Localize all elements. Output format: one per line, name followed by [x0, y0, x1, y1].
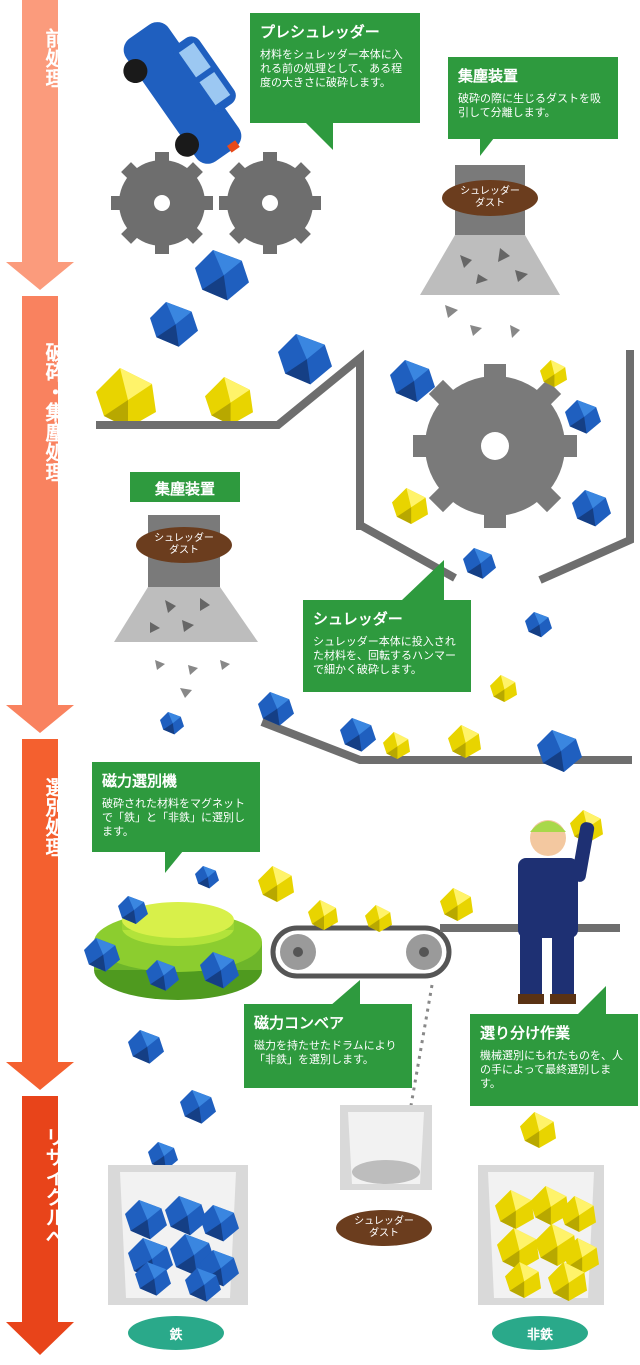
iron-chip — [537, 730, 582, 772]
iron-chip — [463, 548, 496, 579]
pre-shredder-gear-right — [219, 152, 321, 254]
dust-label-line1: シュレッダー — [154, 533, 214, 544]
callout-text: 材料をシュレッダー本体に入れる前の処理として、ある程度の大きさに破砕します。 — [260, 48, 403, 89]
iron-chip — [195, 866, 219, 889]
worker-figure — [518, 820, 595, 1004]
callout-text: 破砕された材料をマグネットで「鉄」と「非鉄」に選別します。 — [102, 797, 245, 838]
callout-tail — [305, 122, 333, 150]
magnetic-separator — [94, 902, 262, 1000]
callout-title: 磁力選別機 — [102, 772, 178, 790]
non-iron-chip — [490, 675, 517, 702]
non-iron-chip — [96, 368, 156, 428]
dust-label-line1: シュレッダー — [354, 1216, 414, 1227]
non-iron-output-pill — [492, 1316, 588, 1350]
callout-tail — [578, 986, 606, 1014]
dust-label-line1: シュレッダー — [460, 186, 520, 197]
non-iron-chip — [258, 866, 294, 902]
non-iron-chip — [520, 1112, 556, 1148]
stage-arrow-crush — [6, 296, 74, 733]
dust-bin — [336, 1105, 432, 1246]
iron-chip — [340, 718, 376, 752]
callout-title: プレシュレッダー — [260, 23, 380, 41]
stage-arrow-pre — [6, 0, 74, 290]
stage-arrows — [6, 0, 74, 1355]
non-iron-chip — [383, 732, 410, 759]
stage-arrow-sort — [6, 739, 74, 1090]
shredder-dust-badge — [442, 180, 538, 216]
iron-chip — [160, 712, 184, 735]
non-iron-output-label: 非鉄 — [526, 1328, 553, 1343]
dust-collector-1-callout: 集塵装置 破砕の際に生じるダストを吸引して分離します。 — [448, 57, 618, 139]
callout-title: 磁力コンベア — [254, 1014, 345, 1032]
callout-tail — [165, 851, 183, 873]
dust-collector-2 — [114, 515, 258, 698]
shredder-dust-label: シュレッダー ダスト — [442, 186, 538, 210]
callout-text: 磁力を持たせたドラムにより「非鉄」を選別します。 — [254, 1039, 397, 1066]
iron-chip — [150, 302, 198, 347]
dust-collector-2-callout: 集塵装置 — [130, 472, 240, 502]
iron-chip — [278, 334, 332, 385]
callout-title: 集塵装置 — [458, 67, 519, 85]
shredder-dust-label: シュレッダー ダスト — [336, 1216, 432, 1240]
dust-collector-1 — [420, 165, 560, 338]
callout-title: 集塵装置 — [154, 480, 215, 498]
pre-shredder-callout: プレシュレッダー 材料をシュレッダー本体に入れる前の処理として、ある程度の大きさ… — [250, 13, 420, 123]
stage-arrow-recycle — [6, 1096, 74, 1355]
iron-chip — [180, 1090, 216, 1124]
callout-tail — [330, 980, 360, 1006]
magnetic-conveyor-callout: 磁力コンベア 磁力を持たせたドラムにより「非鉄」を選別します。 — [244, 1004, 412, 1088]
stage-label-crush: 破砕・集塵処理 — [42, 342, 66, 482]
callout-text: 機械選別にもれたものを、人の手によって最終選別します。 — [480, 1049, 623, 1090]
callout-title: 選り分け作業 — [480, 1024, 571, 1042]
iron-chip — [565, 400, 601, 434]
magnetic-separator-callout: 磁力選別機 破砕された材料をマグネットで「鉄」と「非鉄」に選別します。 — [92, 762, 260, 852]
shredder-output-belt — [260, 718, 632, 764]
iron-output-label: 鉄 — [169, 1328, 183, 1343]
non-iron-chip — [440, 888, 473, 921]
magnetic-conveyor — [270, 925, 452, 979]
non-iron-chip — [448, 725, 481, 758]
dust-label-line2: ダスト — [475, 198, 505, 209]
iron-chip — [128, 1030, 164, 1064]
shredder-dust-label: シュレッダー ダスト — [136, 533, 232, 557]
shredder-hammer-gear — [413, 364, 577, 528]
stage-label-sort: 選別処理 — [42, 777, 66, 857]
iron-chip — [572, 490, 611, 527]
iron-chip — [390, 360, 435, 402]
non-iron-chip — [205, 377, 253, 425]
stage-label-pre: 前処理 — [42, 28, 66, 88]
callout-tail — [402, 560, 444, 600]
callout-text: シュレッダー本体に投入された材料を、回転するハンマーで細かく破砕します。 — [313, 635, 456, 676]
callout-tail — [480, 138, 494, 156]
dust-particle-stream — [403, 984, 434, 1141]
shredder-dust-badge — [136, 527, 232, 563]
shredder-callout: シュレッダー シュレッダー本体に投入された材料を、回転するハンマーで細かく破砕し… — [303, 600, 471, 692]
car-illustration — [123, 22, 242, 164]
callout-text: 破砕の際に生じるダストを吸引して分離します。 — [458, 92, 601, 119]
shredder-chute-right — [538, 350, 634, 584]
dust-label-line2: ダスト — [369, 1228, 399, 1239]
shredder-dust-badge — [336, 1210, 432, 1246]
dust-label-line2: ダスト — [169, 545, 199, 556]
pre-shredder-gear-left — [111, 152, 213, 254]
non-iron-chip — [392, 488, 428, 524]
iron-chip — [525, 612, 552, 638]
iron-output-pill — [128, 1316, 224, 1350]
stage-label-recycle: リサイクルへ — [42, 1127, 66, 1247]
callout-title: シュレッダー — [313, 610, 403, 628]
shredder-chute-left — [96, 349, 364, 530]
iron-chip — [195, 250, 249, 301]
hand-sorting-callout: 選り分け作業 機械選別にもれたものを、人の手によって最終選別します。 — [470, 1014, 638, 1106]
